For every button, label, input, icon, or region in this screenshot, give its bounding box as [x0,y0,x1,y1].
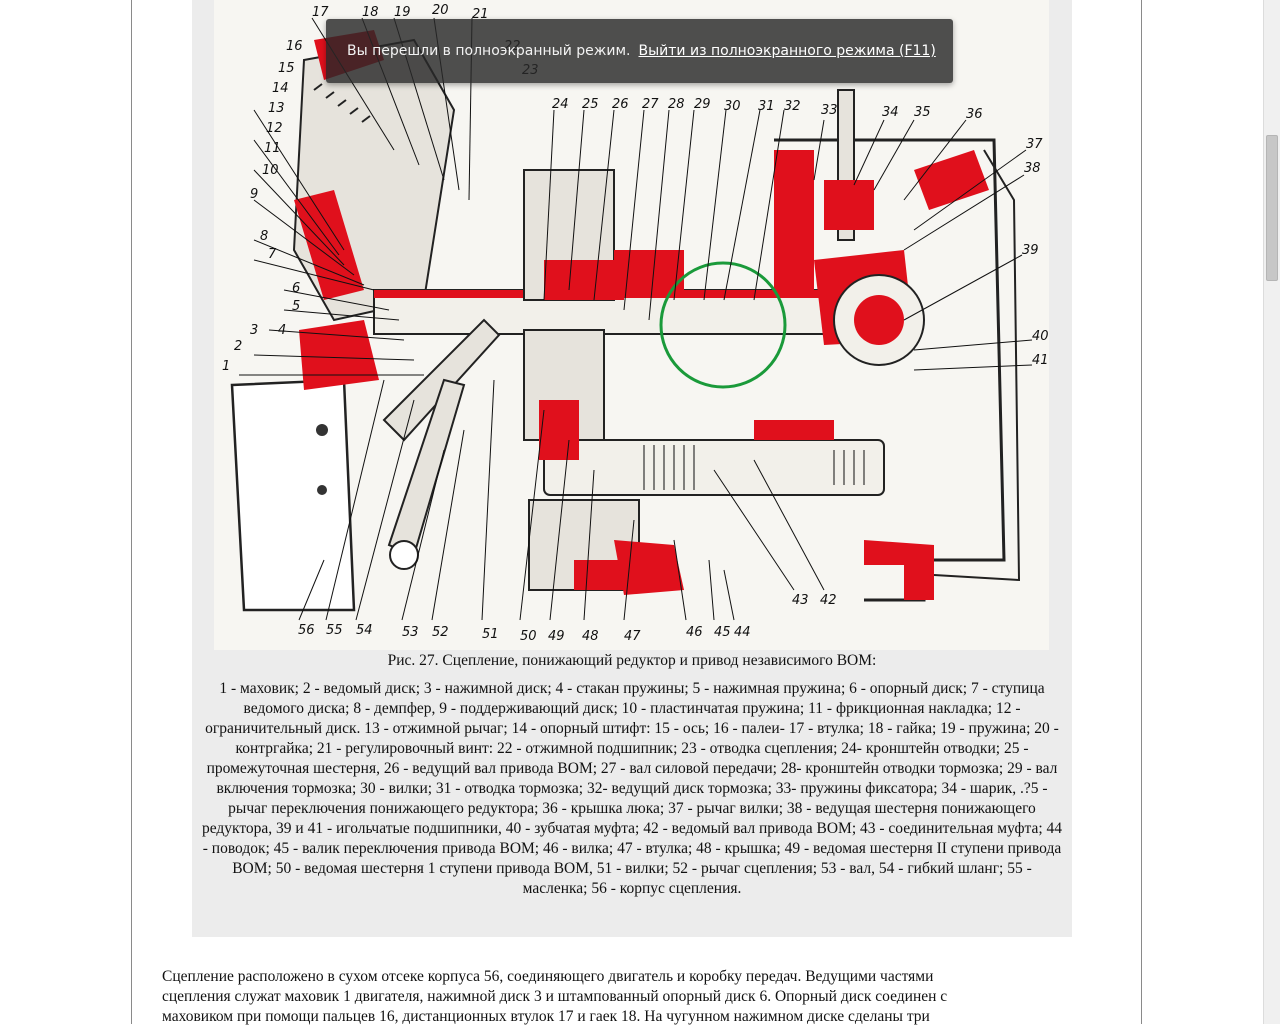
part-number-label: 55 [326,623,343,638]
part-number-label: 18 [362,5,379,20]
part-number-label: 39 [1022,243,1039,258]
page-border-left [131,0,132,1024]
part-number-label: 36 [966,107,983,122]
part-number-label: 56 [298,623,315,638]
part-number-label: 47 [624,629,641,644]
article-paragraph: Сцепление расположено в сухом отсеке кор… [162,967,1072,1027]
part-number-label: 20 [432,3,449,18]
part-number-label: 1 [222,359,230,374]
part-number-label: 9 [250,187,258,202]
vertical-scrollbar[interactable] [1263,0,1280,1024]
part-number-label: 50 [520,629,537,644]
scrollbar-thumb[interactable] [1266,135,1278,281]
page-border-right [1141,0,1142,1024]
part-number-label: 14 [272,81,289,96]
part-number-label: 4 [278,323,286,338]
part-number-label: 41 [1032,353,1049,368]
figure-legend: 1 - маховик; 2 - ведомый диск; 3 - нажим… [201,680,1063,897]
figure-caption: Рис. 27. Сцепление, понижающий редуктор … [387,652,877,669]
part-number-label: 12 [266,121,283,136]
part-number-label: 37 [1026,137,1043,152]
paragraph-line: Сцепление расположено в сухом отсеке кор… [162,968,934,985]
part-number-label: 21 [472,7,489,22]
part-number-label: 51 [482,627,499,642]
part-number-label: 5 [292,299,300,314]
part-number-label: 25 [582,97,599,112]
part-number-label: 13 [268,101,285,116]
part-number-label: 16 [286,39,303,54]
part-number-label: 2 [234,339,242,354]
part-number-label: 6 [292,281,300,296]
part-number-label: 54 [356,623,373,638]
part-number-label: 17 [312,5,329,20]
part-number-label: 32 [784,99,801,114]
part-number-label: 43 [792,593,809,608]
part-number-label: 48 [582,629,599,644]
part-number-label: 34 [882,105,899,120]
part-number-label: 53 [402,625,419,640]
paragraph-line: маховиком при помощи пальцев 16, дистанц… [162,1008,930,1025]
part-number-label: 28 [668,97,685,112]
part-number-label: 24 [552,97,569,112]
part-number-label: 38 [1024,161,1041,176]
part-number-label: 35 [914,105,931,120]
part-number-label: 31 [758,99,775,114]
part-number-label: 45 [714,625,731,640]
part-number-label: 11 [264,141,281,156]
part-number-label: 26 [612,97,629,112]
paragraph-line: сцепления служат маховик 1 двигателя, на… [162,988,948,1005]
part-number-label: 15 [278,61,295,76]
part-number-label: 10 [262,163,279,178]
clutch-diagram-image: 1718192021222324252627282930313233343536… [214,0,1049,650]
part-number-label: 42 [820,593,837,608]
fullscreen-message: Вы перешли в полноэкранный режим. [347,43,631,59]
part-number-label: 40 [1032,329,1049,344]
part-number-label: 44 [734,625,751,640]
part-number-label: 8 [260,229,268,244]
clutch-diagram-drawing: 1718192021222324252627282930313233343536… [222,3,1049,644]
part-number-label: 19 [394,5,411,20]
part-number-label: 3 [250,323,258,338]
part-number-label: 46 [686,625,703,640]
exit-fullscreen-link[interactable]: Выйти из полноэкранного режима (F11) [638,43,936,59]
part-number-label: 7 [268,247,277,262]
part-number-label: 29 [694,97,711,112]
part-number-label: 30 [724,99,741,114]
part-number-label: 33 [821,103,838,118]
fullscreen-notification: Вы перешли в полноэкранный режим. Выйти … [326,19,953,83]
part-number-label: 27 [642,97,659,112]
part-number-label: 52 [432,625,449,640]
part-number-label: 49 [548,629,565,644]
